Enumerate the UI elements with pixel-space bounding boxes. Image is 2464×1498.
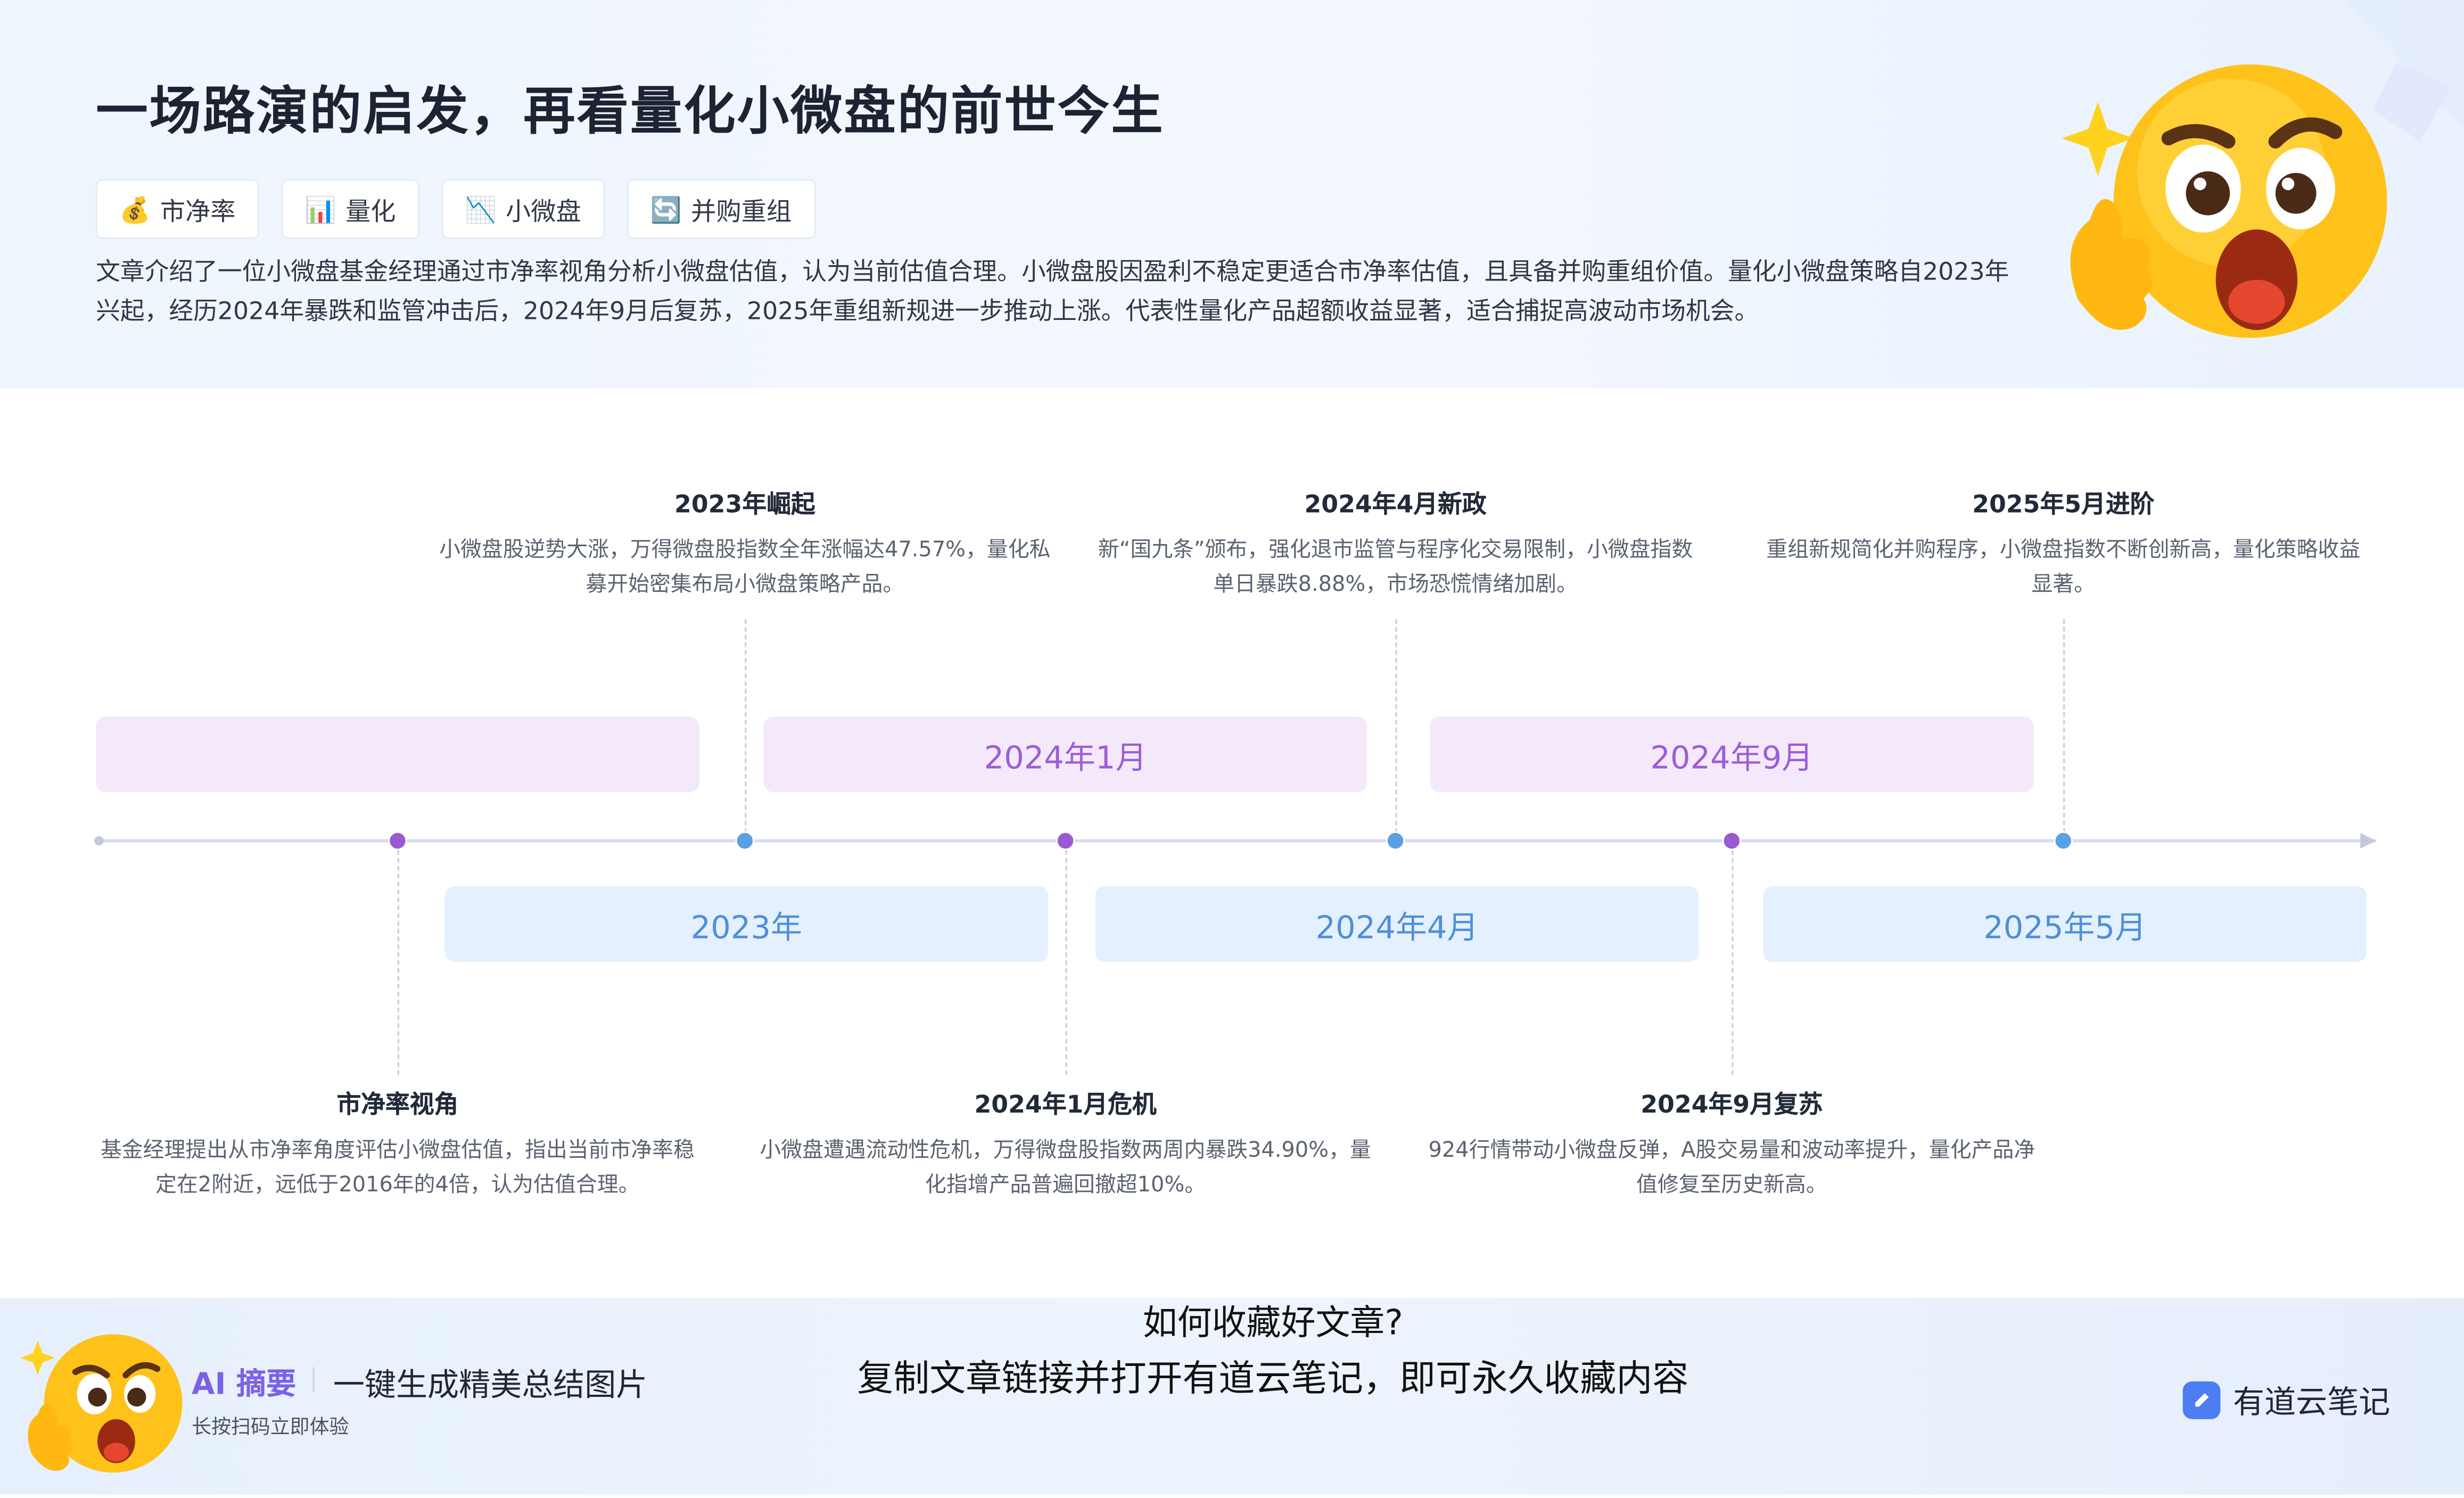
timeline-event: 2024年9月复苏 924行情带动小微盘反弹，A股交易量和波动率提升，量化产品净…: [1425, 1086, 2038, 1202]
timeline-node[interactable]: [388, 831, 407, 851]
article-summary: 文章介绍了一位小微盘基金经理通过市净率视角分析小微盘估值，认为当前估值合理。小微…: [96, 258, 2009, 326]
timeline-event: 2024年4月新政 新“国九条”颁布，强化退市监管与程序化交易限制，小微盘指数单…: [1089, 485, 1702, 602]
tag-mna[interactable]: 🔄 并购重组: [627, 179, 815, 239]
connector-line: [745, 619, 747, 833]
event-description: 924行情带动小微盘反弹，A股交易量和波动率提升，量化产品净值修复至历史新高。: [1428, 1138, 2036, 1198]
caption-instruction: 复制文章链接并打开有道云笔记，即可永久收藏内容: [857, 1359, 1689, 1401]
period-label: 2023年: [690, 907, 802, 945]
period-label: 2024年9月: [1650, 738, 1814, 776]
brand-name: 有道云笔记: [2233, 1382, 2391, 1421]
event-title: 市净率视角: [336, 1090, 459, 1119]
note-pen-icon: [2182, 1380, 2221, 1419]
money-bag-icon: 💰: [119, 194, 151, 224]
event-description: 小微盘股逆势大涨，万得微盘股指数全年涨幅达47.57%，量化私募开始密集布局小微…: [439, 537, 1051, 597]
connector-line: [2063, 619, 2065, 833]
timeline-node[interactable]: [1056, 831, 1075, 851]
timeline-node[interactable]: [1386, 831, 1405, 851]
event-description: 小微盘遭遇流动性危机，万得微盘股指数两周内暴跌34.90%，量化指增产品普遍回撤…: [760, 1138, 1371, 1198]
footer-divider: [312, 1367, 315, 1393]
period-band-3: 2024年9月: [1430, 717, 2034, 792]
event-title: 2024年9月复苏: [1641, 1090, 1823, 1119]
event-description: 重组新规简化并购程序，小微盘指数不断创新高，量化策略收益显著。: [1766, 537, 2361, 597]
timeline-node[interactable]: [1722, 831, 1742, 851]
timeline-event: 2025年5月进阶 重组新规简化并购程序，小微盘指数不断创新高，量化策略收益显著…: [1757, 485, 2370, 602]
event-description: 基金经理提出从市净率角度评估小微盘估值，指出当前市净率稳定在2附近，远低于201…: [100, 1138, 695, 1198]
period-band-5: 2024年4月: [1095, 886, 1699, 962]
timeline-event: 2024年1月危机 小微盘遭遇流动性危机，万得微盘股指数两周内暴跌34.90%，…: [759, 1086, 1372, 1202]
event-title: 2024年4月新政: [1304, 490, 1487, 519]
connector-line: [1395, 619, 1397, 833]
period-band-2: 2024年1月: [763, 717, 1367, 792]
timeline-arrow-icon: [2360, 833, 2376, 849]
timeline-event: 2023年崛起 小微盘股逆势大涨，万得微盘股指数全年涨幅达47.57%，量化私募…: [439, 485, 1051, 602]
page-title: 一场路演的启发，再看量化小微盘的前世今生: [96, 80, 1165, 142]
mascot-thumbs-up-icon: [20, 1334, 183, 1473]
connector-line: [1065, 850, 1067, 1075]
period-band-6: 2025年5月: [1763, 886, 2367, 962]
timeline-axis: [97, 839, 2376, 843]
timeline-node[interactable]: [735, 831, 755, 851]
event-description: 新“国九条”颁布，强化退市监管与程序化交易限制，小微盘指数单日暴跌8.88%，市…: [1098, 537, 1693, 597]
footer-subtext: 长按扫码立即体验: [192, 1414, 349, 1438]
tag-label: 小微盘: [506, 196, 581, 227]
surprised-emoji-mascot: [2062, 64, 2387, 338]
footer-headline: 一键生成精美总结图片: [333, 1365, 648, 1404]
period-label: 2024年4月: [1315, 907, 1479, 945]
connector-line: [397, 850, 399, 1075]
cycle-arrows-icon: 🔄: [650, 194, 682, 224]
tag-pb-ratio[interactable]: 💰 市净率: [96, 179, 259, 239]
event-title: 2025年5月进阶: [1972, 490, 2155, 519]
timeline-axis-start: [94, 836, 104, 846]
tag-list: 💰 市净率 📊 量化 📉 小微盘 🔄 并购重组: [96, 179, 815, 239]
caption-question: 如何收藏好文章?: [1142, 1304, 1403, 1344]
period-label: 2025年5月: [1983, 907, 2147, 945]
timeline-node[interactable]: [2054, 831, 2073, 851]
connector-line: [1732, 850, 1734, 1075]
tag-small-cap[interactable]: 📉 小微盘: [441, 179, 605, 239]
event-title: 2024年1月危机: [974, 1090, 1157, 1119]
ai-summary-label: AI 摘要: [192, 1367, 296, 1402]
event-title: 2023年崛起: [674, 490, 815, 519]
decorative-shapes: [2341, 0, 2464, 142]
chart-decreasing-icon: 📉: [465, 194, 497, 224]
period-band-1: [96, 717, 699, 792]
tag-label: 量化: [345, 196, 396, 227]
period-label: 2024年1月: [984, 738, 1147, 776]
bar-chart-icon: 📊: [304, 194, 336, 224]
tag-label: 并购重组: [691, 196, 792, 227]
footer-bar: [0, 1298, 2464, 1495]
period-band-4: 2023年: [444, 886, 1049, 962]
tag-label: 市净率: [160, 196, 236, 227]
brand-logo[interactable]: 有道云笔记: [2182, 1377, 2391, 1422]
tag-quant[interactable]: 📊 量化: [281, 179, 419, 239]
timeline-event: 市净率视角 基金经理提出从市净率角度评估小微盘估值，指出当前市净率稳定在2附近，…: [91, 1086, 704, 1202]
